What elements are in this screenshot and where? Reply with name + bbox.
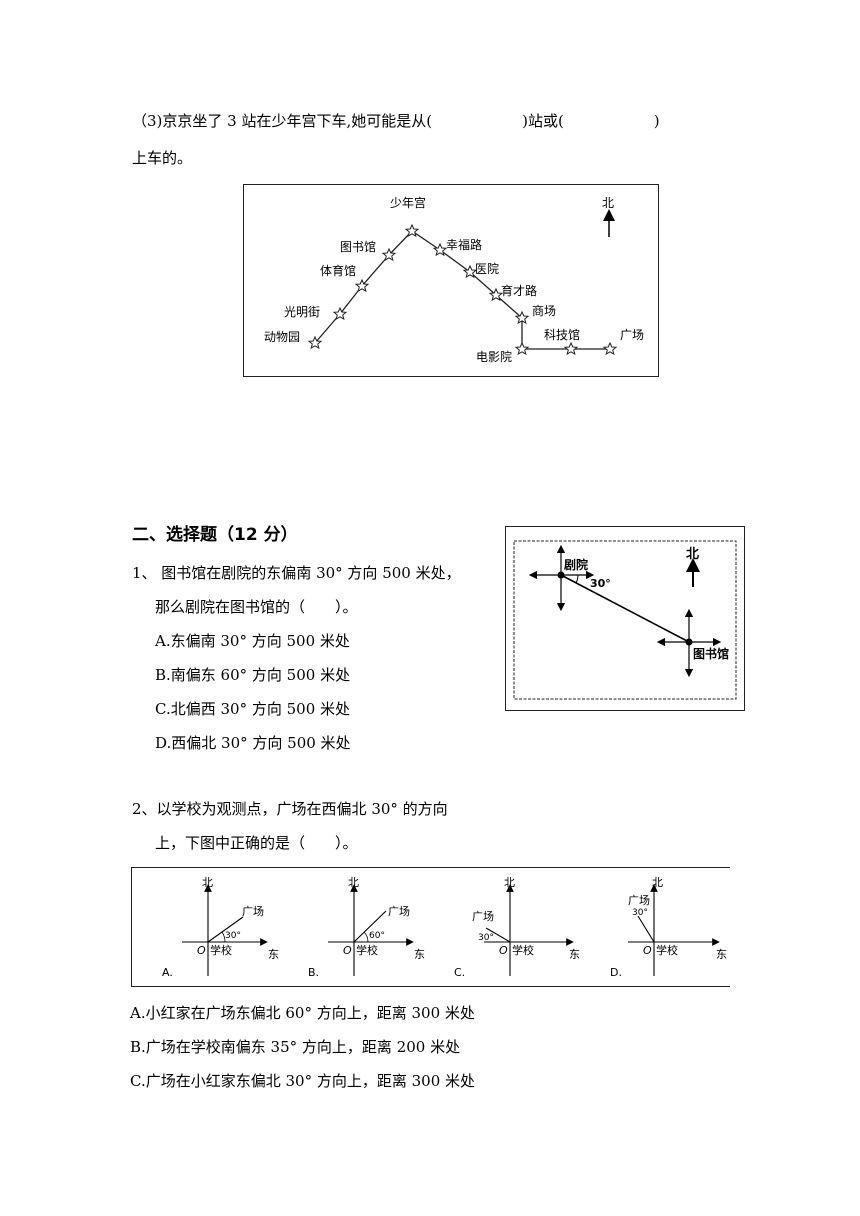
star-icon xyxy=(514,310,530,325)
square-label: 广场 xyxy=(472,909,494,923)
panel-letter: A. xyxy=(162,966,173,979)
panel-letter: D. xyxy=(610,966,622,979)
angle-label: 30° xyxy=(632,908,648,918)
q1-stem-line2: 那么剧院在图书馆的（ ）。 xyxy=(155,598,358,616)
station-label-xingfulu: 幸福路 xyxy=(446,237,482,252)
angle-arc xyxy=(575,574,579,584)
north-label: 北 xyxy=(652,876,663,889)
origin-label: O xyxy=(499,944,508,957)
route-map-figure: 少年宫 图书馆 体育馆 光明街 动物园 幸福路 医院 育才路 商场 电影院 科技… xyxy=(243,184,659,377)
angle-label: 30° xyxy=(590,577,611,590)
school-label: 学校 xyxy=(512,943,534,957)
angle-label: 30° xyxy=(225,931,241,941)
station-label-library: 图书馆 xyxy=(340,239,376,254)
q1-option-d: D.西偏北 30° 方向 500 米处 xyxy=(155,734,351,752)
star-icon xyxy=(381,247,397,262)
library-label: 图书馆 xyxy=(693,646,729,661)
q3-text-line1: （3)京京坐了 3 站在少年宫下车,她可能是从( )站或( ) xyxy=(132,112,660,130)
q2-stem-line2: 上，下图中正确的是（ ）。 xyxy=(155,834,358,852)
station-label-hospital: 医院 xyxy=(475,262,499,276)
star-icon xyxy=(307,335,323,350)
q2-panel-a: 北 东 O 学校 广场 30° A. xyxy=(162,876,279,979)
theater-label: 剧院 xyxy=(564,557,588,572)
q1-figure-svg: 剧院 30° 图书馆 北 xyxy=(513,540,737,700)
north-label: 北 xyxy=(202,876,213,889)
east-label: 东 xyxy=(414,948,425,961)
east-label: 东 xyxy=(716,948,727,961)
star-icon xyxy=(404,223,420,238)
theater-library-line xyxy=(560,574,690,643)
q1-stem-line1: 1、 图书馆在剧院的东偏南 30° 方向 500 米处， xyxy=(132,564,461,582)
q2-figure-svg: 北 东 O 学校 广场 30° A. 北 东 O 学校 广场 60° B. xyxy=(162,876,727,979)
origin-label: O xyxy=(643,944,652,957)
star-icon xyxy=(432,242,448,257)
q1-option-c: C.北偏西 30° 方向 500 米处 xyxy=(155,700,351,718)
station-label-square: 广场 xyxy=(620,328,644,342)
station-label-zoo: 动物园 xyxy=(264,330,300,344)
section-title: 二、选择题（12 分） xyxy=(132,525,298,545)
school-label: 学校 xyxy=(210,943,232,957)
angle-label: 30° xyxy=(478,933,494,943)
station-label-mall: 商场 xyxy=(532,303,556,318)
theater-point xyxy=(557,571,565,579)
route-map-svg: 少年宫 图书馆 体育馆 光明街 动物园 幸福路 医院 育才路 商场 电影院 科技… xyxy=(264,195,644,364)
star-icon xyxy=(332,306,348,321)
square-label: 广场 xyxy=(242,904,264,918)
north-label: 北 xyxy=(602,196,614,210)
q2-panel-b: 北 东 O 学校 广场 60° B. xyxy=(308,876,425,979)
north-label: 北 xyxy=(348,876,359,889)
star-icon xyxy=(514,341,530,356)
station-label-yucailu: 育才路 xyxy=(501,283,537,298)
q2-option-b: B.广场在学校南偏东 35° 方向上，距离 200 米处 xyxy=(130,1038,461,1056)
star-icon xyxy=(488,287,504,302)
station-label-cinema: 电影院 xyxy=(476,350,512,364)
station-label-shaoniangong: 少年宫 xyxy=(390,195,426,210)
q2-panel-c: 北 东 O 学校 广场 30° C. xyxy=(454,876,580,979)
library-axes xyxy=(656,608,722,678)
q1-inner-frame xyxy=(513,540,737,700)
library-point xyxy=(685,638,693,646)
station-label-gym: 体育馆 xyxy=(320,263,356,278)
north-label: 北 xyxy=(504,876,515,889)
q2-option-a: A.小红家在广场东偏北 60° 方向上，距离 300 米处 xyxy=(130,1004,475,1022)
star-icon xyxy=(563,341,579,356)
square-label: 广场 xyxy=(628,893,650,907)
q2-stem-line1: 2、以学校为观测点，广场在西偏北 30° 的方向 xyxy=(132,800,448,818)
school-label: 学校 xyxy=(356,943,378,957)
q1-option-b: B.南偏东 60° 方向 500 米处 xyxy=(155,666,351,684)
panel-letter: C. xyxy=(454,966,465,979)
q2-option-c: C.广场在小红家东偏北 30° 方向上，距离 300 米处 xyxy=(130,1072,476,1090)
q2-figure: 北 东 O 学校 广场 30° A. 北 东 O 学校 广场 60° B. xyxy=(131,867,730,987)
theater-axes xyxy=(528,544,595,612)
star-icon xyxy=(354,278,370,293)
angle-label: 60° xyxy=(369,931,385,941)
q1-figure: 剧院 30° 图书馆 北 xyxy=(505,526,745,711)
origin-label: O xyxy=(197,944,206,957)
station-label-guangmingjie: 光明街 xyxy=(284,305,320,319)
q3-text-line2: 上车的。 xyxy=(132,149,193,167)
east-label: 东 xyxy=(268,948,279,961)
q2-panel-d: 北 东 O 学校 广场 30° D. xyxy=(610,876,727,979)
east-label: 东 xyxy=(569,948,580,961)
north-label: 北 xyxy=(686,547,699,562)
station-label-science-museum: 科技馆 xyxy=(544,327,580,342)
star-icon xyxy=(462,264,478,279)
q1-option-a: A.东偏南 30° 方向 500 米处 xyxy=(155,632,350,650)
star-icon xyxy=(602,341,618,356)
origin-label: O xyxy=(343,944,352,957)
square-label: 广场 xyxy=(388,904,410,918)
panel-letter: B. xyxy=(308,966,319,979)
school-label: 学校 xyxy=(656,943,678,957)
